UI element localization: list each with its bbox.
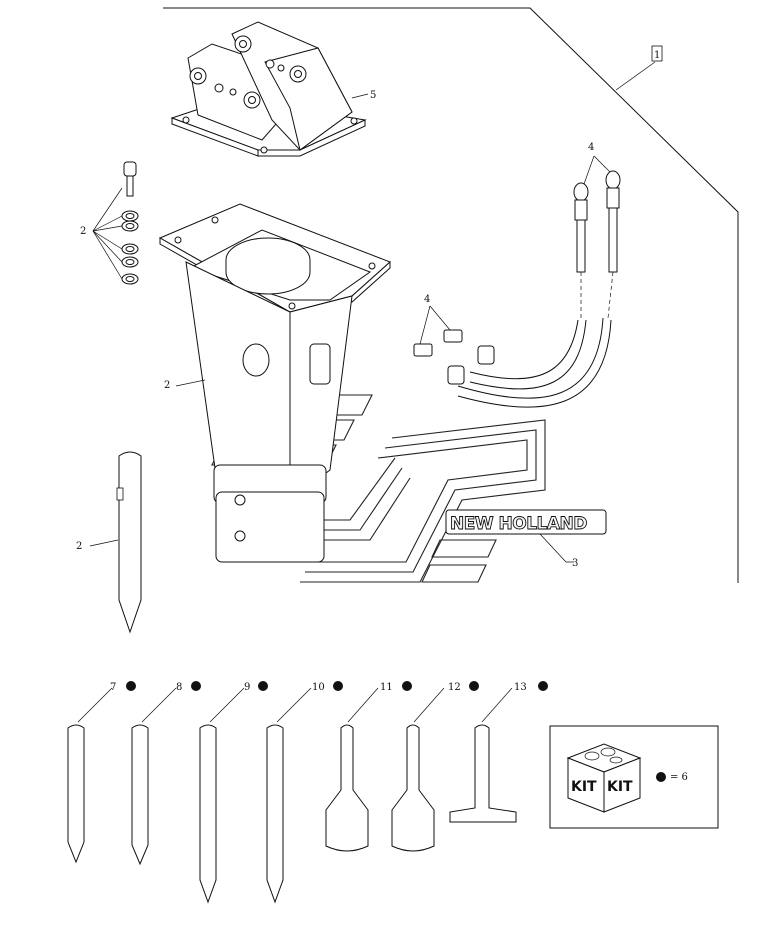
callout-13: 13 [514,682,527,693]
callout-2-body: 2 [164,380,170,391]
tool-12: 12 [391,681,479,852]
callout-4-fittings: 4 [424,294,430,305]
callout-2-chisel: 2 [76,541,82,552]
callout-5: 5 [370,90,376,101]
callout-9: 9 [244,682,250,693]
callout-8: 8 [176,682,182,693]
callout-2-screws: 2 [80,226,86,237]
callout-11: 11 [380,682,393,693]
kit-label-left: KIT [571,779,597,795]
callout-10: 10 [312,682,325,693]
kit-panel: KIT KIT = 6 [549,725,719,829]
callout-3: 3 [572,558,578,569]
hose-fittings: 4 [413,294,463,357]
callout-1: 1 [654,50,660,61]
screw-set: 2 [80,161,139,285]
hydraulic-hoses: 4 [447,142,621,408]
chisel: 2 [76,451,142,634]
tool-8: 8 [131,681,201,866]
tool-13: 13 [449,681,548,823]
callout-7: 7 [110,682,116,693]
brand-logo: NEW HOLLAND [450,514,587,534]
decal: NEW HOLLAND 3 [445,509,607,569]
tool-row: 7 8 9 10 11 [67,681,548,904]
tool-10: 10 [266,681,343,904]
hammer-body: 2 [158,203,391,563]
kit-legend: = 6 [670,772,688,783]
tool-7: 7 [67,681,136,864]
callout-4-hoses: 4 [588,142,594,153]
tool-11: 11 [325,681,412,852]
kit-label-right: KIT [607,779,633,795]
tool-9: 9 [199,681,268,904]
callout-12: 12 [448,682,461,693]
mounting-bracket: 5 [170,21,376,157]
assembly-frame-line: 1 [163,7,739,583]
